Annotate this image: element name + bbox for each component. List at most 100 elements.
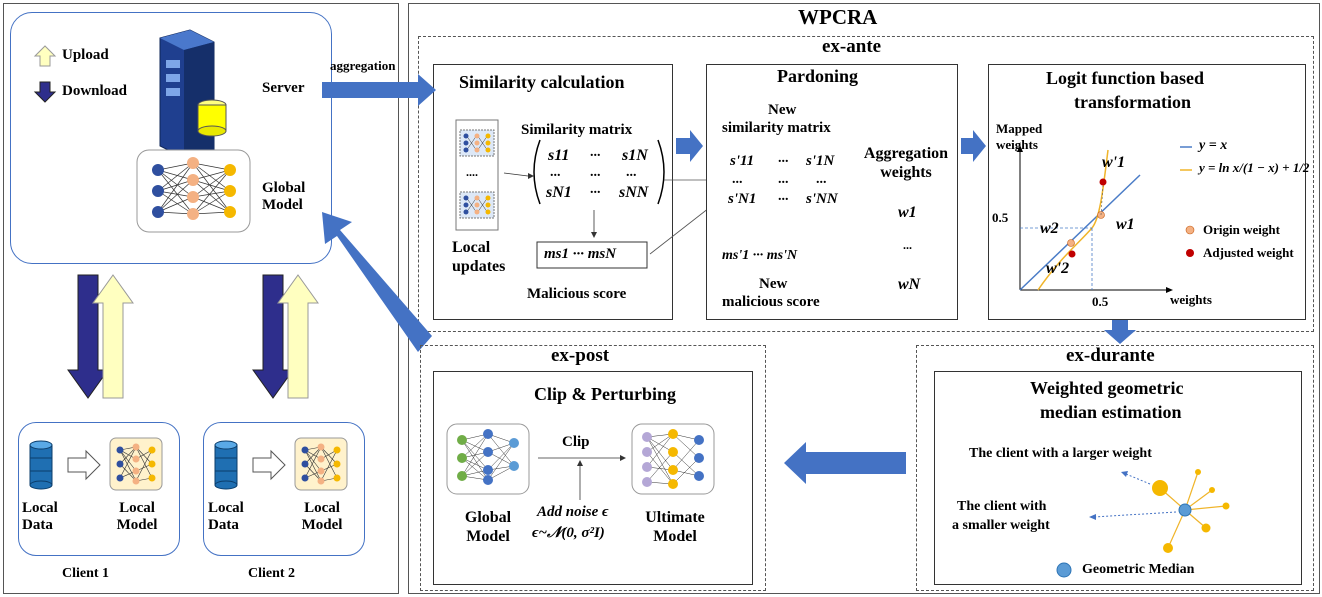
client2-database-icon (214, 440, 238, 490)
ex-post-ultimate-model-icon (631, 423, 715, 495)
aggregation-weights-label: Aggregation weights (863, 145, 949, 181)
malicious-score-label: Malicious score (527, 286, 627, 302)
smaller-weight-label-2: a smaller weight (952, 518, 1050, 533)
client1-name: Client 1 (62, 566, 110, 581)
sim-sNN: sNN (619, 184, 649, 201)
origin-point-2 (1067, 239, 1075, 247)
legend-median-point (1056, 562, 1072, 578)
client1-local-model-icon (109, 437, 163, 491)
noise-label-1: Add noise ϵ (537, 504, 609, 520)
weight-w1: w1 (898, 204, 917, 221)
legend-upload-label: Upload (62, 47, 109, 63)
sim-sN1: sN1 (546, 184, 572, 201)
logit-ylabel-2: weights (996, 137, 1038, 152)
client1-upload-arrow (92, 274, 134, 399)
sim-dots-23: ... (626, 165, 637, 180)
client1-arrow-icon (67, 449, 101, 481)
similarity-matrix-label: Similarity matrix (521, 122, 633, 138)
logit-box (988, 64, 1306, 320)
client2-data-label: Local Data (208, 500, 244, 533)
ex-post-label: ex-post (551, 345, 610, 366)
adjusted-point-1 (1099, 178, 1107, 186)
aggregation-label: aggregation (330, 58, 396, 73)
ex-post-region (420, 345, 766, 591)
sim-dots-12: ... (590, 145, 601, 160)
download-arrow-icon (33, 81, 57, 103)
ex-post-global-model-icon (446, 423, 530, 495)
legend-origin: Origin weight (1203, 222, 1280, 237)
local-updates-dots: .... (466, 165, 478, 179)
legend-logit: y = ln x/(1 − x) + 1/2 (1199, 160, 1310, 175)
pardoning-matrix-label-1: New (768, 102, 797, 118)
server-label: Server (262, 80, 305, 96)
geometric-median-legend: Geometric Median (1082, 562, 1195, 577)
logit-title-2: transformation (1074, 92, 1191, 112)
larger-weight-label: The client with a larger weight (969, 446, 1152, 461)
arrow-aggregation (322, 74, 436, 106)
par-dots-12: ... (778, 151, 789, 166)
similarity-title: Similarity calculation (459, 72, 625, 92)
pardoning-title: Pardoning (777, 66, 859, 86)
ex-post-global-model-label: Global Model (464, 509, 512, 545)
pardoning-box (706, 64, 958, 320)
sim-dots-32: ... (590, 182, 601, 197)
par-dots-32: ... (778, 189, 789, 204)
sim-dots-21: ... (550, 165, 561, 180)
par-s1N: s'1N (806, 153, 835, 169)
logit-title-1: Logit function based (1046, 68, 1205, 88)
global-model-label: Global Model (262, 180, 306, 213)
new-malicious-label-1: New (759, 276, 788, 292)
malicious-score-values: ms1 ··· msN (544, 246, 617, 262)
logit-w2: w2 (1040, 220, 1059, 237)
identity-line (1019, 174, 1141, 291)
malicious-score-box (536, 241, 648, 269)
weighted-median-title-1: Weighted geometric (1030, 378, 1184, 398)
logit-ylabel-1: Mapped (996, 121, 1043, 136)
client2-arrow-icon (252, 449, 286, 481)
client1-download-arrow (67, 274, 109, 399)
par-dots-23: ... (816, 172, 827, 187)
arrow-to-global-model (322, 212, 432, 352)
weighted-median-title-2: median estimation (1040, 402, 1182, 422)
arrow-to-logit (961, 130, 986, 162)
wpcra-title: WPCRA (798, 5, 878, 29)
noise-label-2: ϵ~𝒩(0, σ²I) (532, 525, 605, 541)
client1-database-icon (29, 440, 53, 490)
client1-model-label: Local Model (116, 500, 158, 533)
adjusted-point-2 (1068, 250, 1076, 258)
client2-upload-arrow (277, 274, 319, 399)
par-dots-21: ... (732, 172, 743, 187)
logit-w1p: w'1 (1102, 154, 1126, 171)
logit-xlabel: weights (1170, 292, 1212, 307)
client2-name: Client 2 (248, 566, 296, 581)
sim-s11: s11 (548, 147, 570, 164)
new-malicious-label-2: malicious score (722, 294, 820, 310)
sim-dots-22: ... (590, 165, 601, 180)
par-sN1: s'N1 (728, 191, 757, 207)
weighted-median-box (934, 371, 1302, 585)
legend-download-label: Download (62, 83, 128, 99)
client2-local-model-icon (294, 437, 348, 491)
ex-durante-label: ex-durante (1066, 345, 1155, 366)
weight-wN: wN (898, 276, 921, 293)
clip-perturb-title: Clip & Perturbing (534, 384, 676, 404)
ex-ante-label: ex-ante (822, 36, 882, 57)
client1-data-label: Local Data (22, 500, 58, 533)
weight-dots: ... (903, 238, 912, 252)
par-dots-22: ... (778, 172, 789, 187)
client2-download-arrow (252, 274, 294, 399)
new-malicious-score-values: ms'1 ··· ms'N (722, 248, 798, 263)
logit-tick-x: 0.5 (1092, 294, 1109, 309)
par-sNN: s'NN (806, 191, 838, 207)
logit-tick-y: 0.5 (992, 210, 1009, 225)
arrow-to-ex-post (784, 442, 906, 484)
server-icon (159, 29, 227, 159)
ex-ante-region (418, 36, 1314, 332)
ex-durante-region (916, 345, 1314, 591)
client2-model-label: Local Model (301, 500, 343, 533)
sim-s1N: s1N (622, 147, 648, 164)
